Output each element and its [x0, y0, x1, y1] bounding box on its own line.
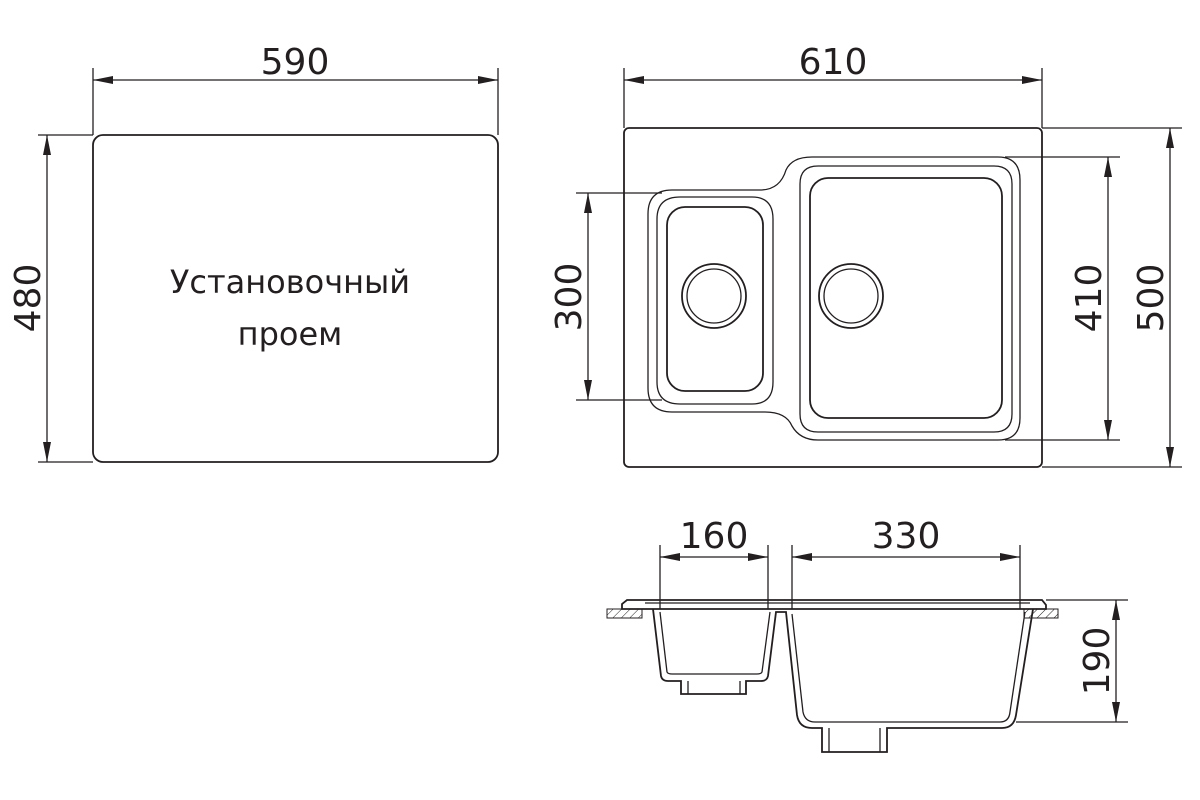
- small-bowl-height-dimension: 300: [549, 192, 662, 401]
- sink-width-dimension: 610: [623, 42, 1043, 128]
- large-bowl: [809, 177, 1003, 419]
- cutout-label-line2: проем: [238, 315, 343, 353]
- large-bowl-width-label: 330: [872, 516, 941, 557]
- depth-dimension: 190: [1016, 599, 1128, 723]
- small-bowl-inner: [659, 611, 771, 675]
- large-bowl-height-label: 410: [1069, 264, 1110, 333]
- small-bowl-outer: [656, 196, 774, 405]
- section-rim: [621, 599, 1047, 610]
- large-drain-outer: [818, 263, 884, 329]
- large-bowl-inner: [791, 611, 1026, 723]
- large-bowl-height-dimension: 410: [1005, 156, 1120, 441]
- sink-width-label: 610: [799, 42, 868, 83]
- cutout-label-line1: Установочный: [170, 263, 410, 301]
- small-bowl: [666, 206, 764, 392]
- large-bowl-outer: [799, 165, 1013, 433]
- sink-height-label: 500: [1131, 264, 1172, 333]
- sink-height-dimension: 500: [1042, 127, 1182, 468]
- small-drain-inner: [686, 268, 742, 324]
- sink-outline: [623, 127, 1043, 468]
- sink-top-view: 610 500 410 300: [549, 42, 1182, 468]
- small-bowl-height-label: 300: [549, 263, 590, 332]
- small-bowl-width-dimension: 160: [659, 516, 769, 609]
- countertop-right: [1023, 608, 1059, 619]
- large-drain-inner: [823, 268, 879, 324]
- cutout-width-dimension: 590: [92, 42, 499, 135]
- cutout-height-dimension: 480: [8, 134, 93, 463]
- small-bowl-width-label: 160: [680, 516, 749, 557]
- large-bowl-width-dimension: 330: [791, 516, 1021, 609]
- small-drain-outer: [681, 263, 747, 329]
- cutout-view: 590 480 Установочный проем: [8, 42, 499, 463]
- cutout-outline: [92, 134, 499, 463]
- sink-section-view: 160 330 190: [606, 516, 1128, 753]
- cutout-width-label: 590: [261, 42, 330, 83]
- bowls-rim: [647, 156, 1021, 441]
- cutout-height-label: 480: [8, 264, 49, 333]
- small-bowl-section: [652, 608, 1034, 753]
- countertop-left: [606, 608, 643, 619]
- depth-label: 190: [1077, 627, 1118, 696]
